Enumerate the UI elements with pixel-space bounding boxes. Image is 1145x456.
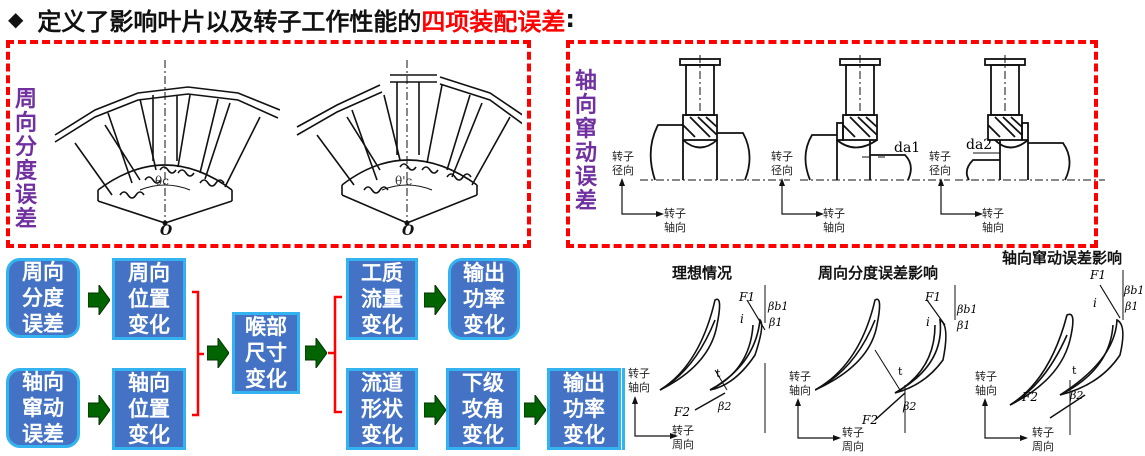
coord-axes-3 — [938, 178, 983, 217]
radial-axis-label: 转子径向 — [612, 150, 634, 177]
arrow-right-icon — [305, 338, 327, 368]
cascade-axes-3 — [982, 398, 1028, 441]
symbol-f1: F1 — [1090, 268, 1106, 282]
cascade-axes-2 — [795, 398, 841, 441]
box-throat-size-change: 喉部尺寸变化 — [232, 312, 300, 394]
cascade-axial-label: 转子轴向 — [789, 370, 811, 397]
title-colon: : — [565, 5, 575, 33]
page-title: ◆ 定义了影响叶片以及转子工作性能的 四项装配误差 : — [8, 2, 575, 36]
blade-root-fan-ideal: θc O — [54, 60, 280, 235]
blade-cascade-axial — [1009, 270, 1124, 435]
box-circumferential-error: 周向分度误差 — [6, 258, 80, 338]
symbol-beta-1: β1 — [957, 319, 971, 332]
angle-theta-c-prime: θ'c — [395, 174, 413, 188]
coord-axes-2 — [779, 178, 824, 217]
symbol-i: i — [926, 315, 930, 329]
cascade-circumferential-label: 转子周向 — [672, 424, 694, 451]
symbol-f2: F2 — [1022, 390, 1038, 404]
cascade-title-ideal: 理想情况 — [672, 264, 733, 282]
blade-cascade-ideal — [659, 285, 766, 433]
axial-assembly-ideal — [640, 55, 790, 181]
title-highlight: 四项装配误差 — [421, 7, 566, 36]
axial-error-label: 轴向窜动误差 — [574, 69, 597, 214]
center-label-o: O — [160, 223, 173, 235]
axial-axis-label: 转子轴向 — [664, 207, 686, 234]
symbol-f2: F2 — [674, 405, 690, 419]
symbol-t: t — [1072, 364, 1077, 377]
symbol-f1: F1 — [739, 290, 755, 304]
arrow-right-icon — [88, 395, 110, 425]
offset-da2-label: da2 — [966, 137, 993, 153]
box-circumferential-position-change: 周向位置变化 — [112, 258, 186, 340]
arrow-right-icon — [424, 285, 446, 315]
symbol-beta-2: β2 — [718, 400, 732, 413]
symbol-f2: F2 — [862, 413, 878, 427]
box-passage-shape-change: 流道形状变化 — [346, 368, 418, 450]
symbol-beta-b1: βb1 — [957, 303, 978, 316]
symbol-beta-1: β1 — [1125, 300, 1139, 313]
axial-error-panel — [566, 40, 1098, 248]
cascade-title-circumferential: 周向分度误差影响 — [818, 264, 939, 282]
axial-assembly-offset-2 — [955, 55, 1105, 181]
arrow-right-icon — [424, 395, 446, 425]
offset-da1-label: da1 — [894, 140, 921, 156]
symbol-i: i — [740, 312, 744, 326]
cascade-circumferential-label: 转子周向 — [842, 426, 864, 453]
arrow-right-icon — [524, 395, 546, 425]
coord-axes-1 — [619, 178, 664, 217]
symbol-beta-2: β2 — [903, 400, 917, 413]
divider — [622, 368, 625, 450]
title-text: 定义了影响叶片以及转子工作性能的 — [37, 7, 422, 36]
box-mass-flow-change: 工质流量变化 — [346, 258, 418, 340]
split-bracket — [328, 295, 342, 414]
blade-cascade-circumferential — [815, 285, 956, 433]
blade-root-fan-error: θ'c O — [296, 60, 522, 235]
box-next-stage-incidence-change: 下级攻角变化 — [446, 368, 520, 450]
axial-axis-label: 转子轴向 — [823, 207, 845, 234]
center-label-o: O — [402, 223, 415, 235]
arrow-right-icon — [88, 285, 110, 315]
box-axial-position-change: 轴向位置变化 — [112, 368, 186, 450]
symbol-t: t — [898, 365, 903, 378]
merge-bracket — [192, 290, 204, 417]
cascade-title-axial: 轴向窜动误差影响 — [1002, 249, 1123, 267]
circumferential-error-label: 周向分度误差 — [14, 87, 37, 232]
symbol-beta-1: β1 — [769, 316, 783, 329]
symbol-beta-b1: βb1 — [1124, 284, 1145, 297]
symbol-beta-b1: βb1 — [768, 300, 789, 313]
arrow-right-icon — [207, 338, 229, 368]
angle-theta-c: θc — [155, 174, 169, 188]
radial-axis-label: 转子径向 — [771, 150, 793, 177]
symbol-t: t — [716, 367, 721, 380]
box-axial-error: 轴向窜动误差 — [6, 368, 80, 448]
circumferential-error-panel — [6, 40, 531, 248]
cascade-circumferential-label: 转子周向 — [1032, 426, 1054, 453]
diamond-bullet-icon: ◆ — [8, 7, 24, 31]
axial-assembly-offset-1 — [800, 55, 950, 181]
symbol-i: i — [1093, 296, 1097, 310]
symbol-f1: F1 — [925, 290, 941, 304]
box-output-power-change-2: 输出功率变化 — [547, 368, 621, 450]
axial-axis-label: 转子轴向 — [982, 207, 1004, 234]
cascade-axial-label: 转子轴向 — [975, 370, 997, 397]
box-output-power-change-1: 输出功率变化 — [448, 258, 520, 340]
cascade-axes-1 — [632, 396, 678, 439]
radial-axis-label: 转子径向 — [929, 150, 951, 177]
symbol-beta-2: β2 — [1070, 389, 1084, 402]
cascade-axial-label: 转子轴向 — [628, 367, 650, 394]
